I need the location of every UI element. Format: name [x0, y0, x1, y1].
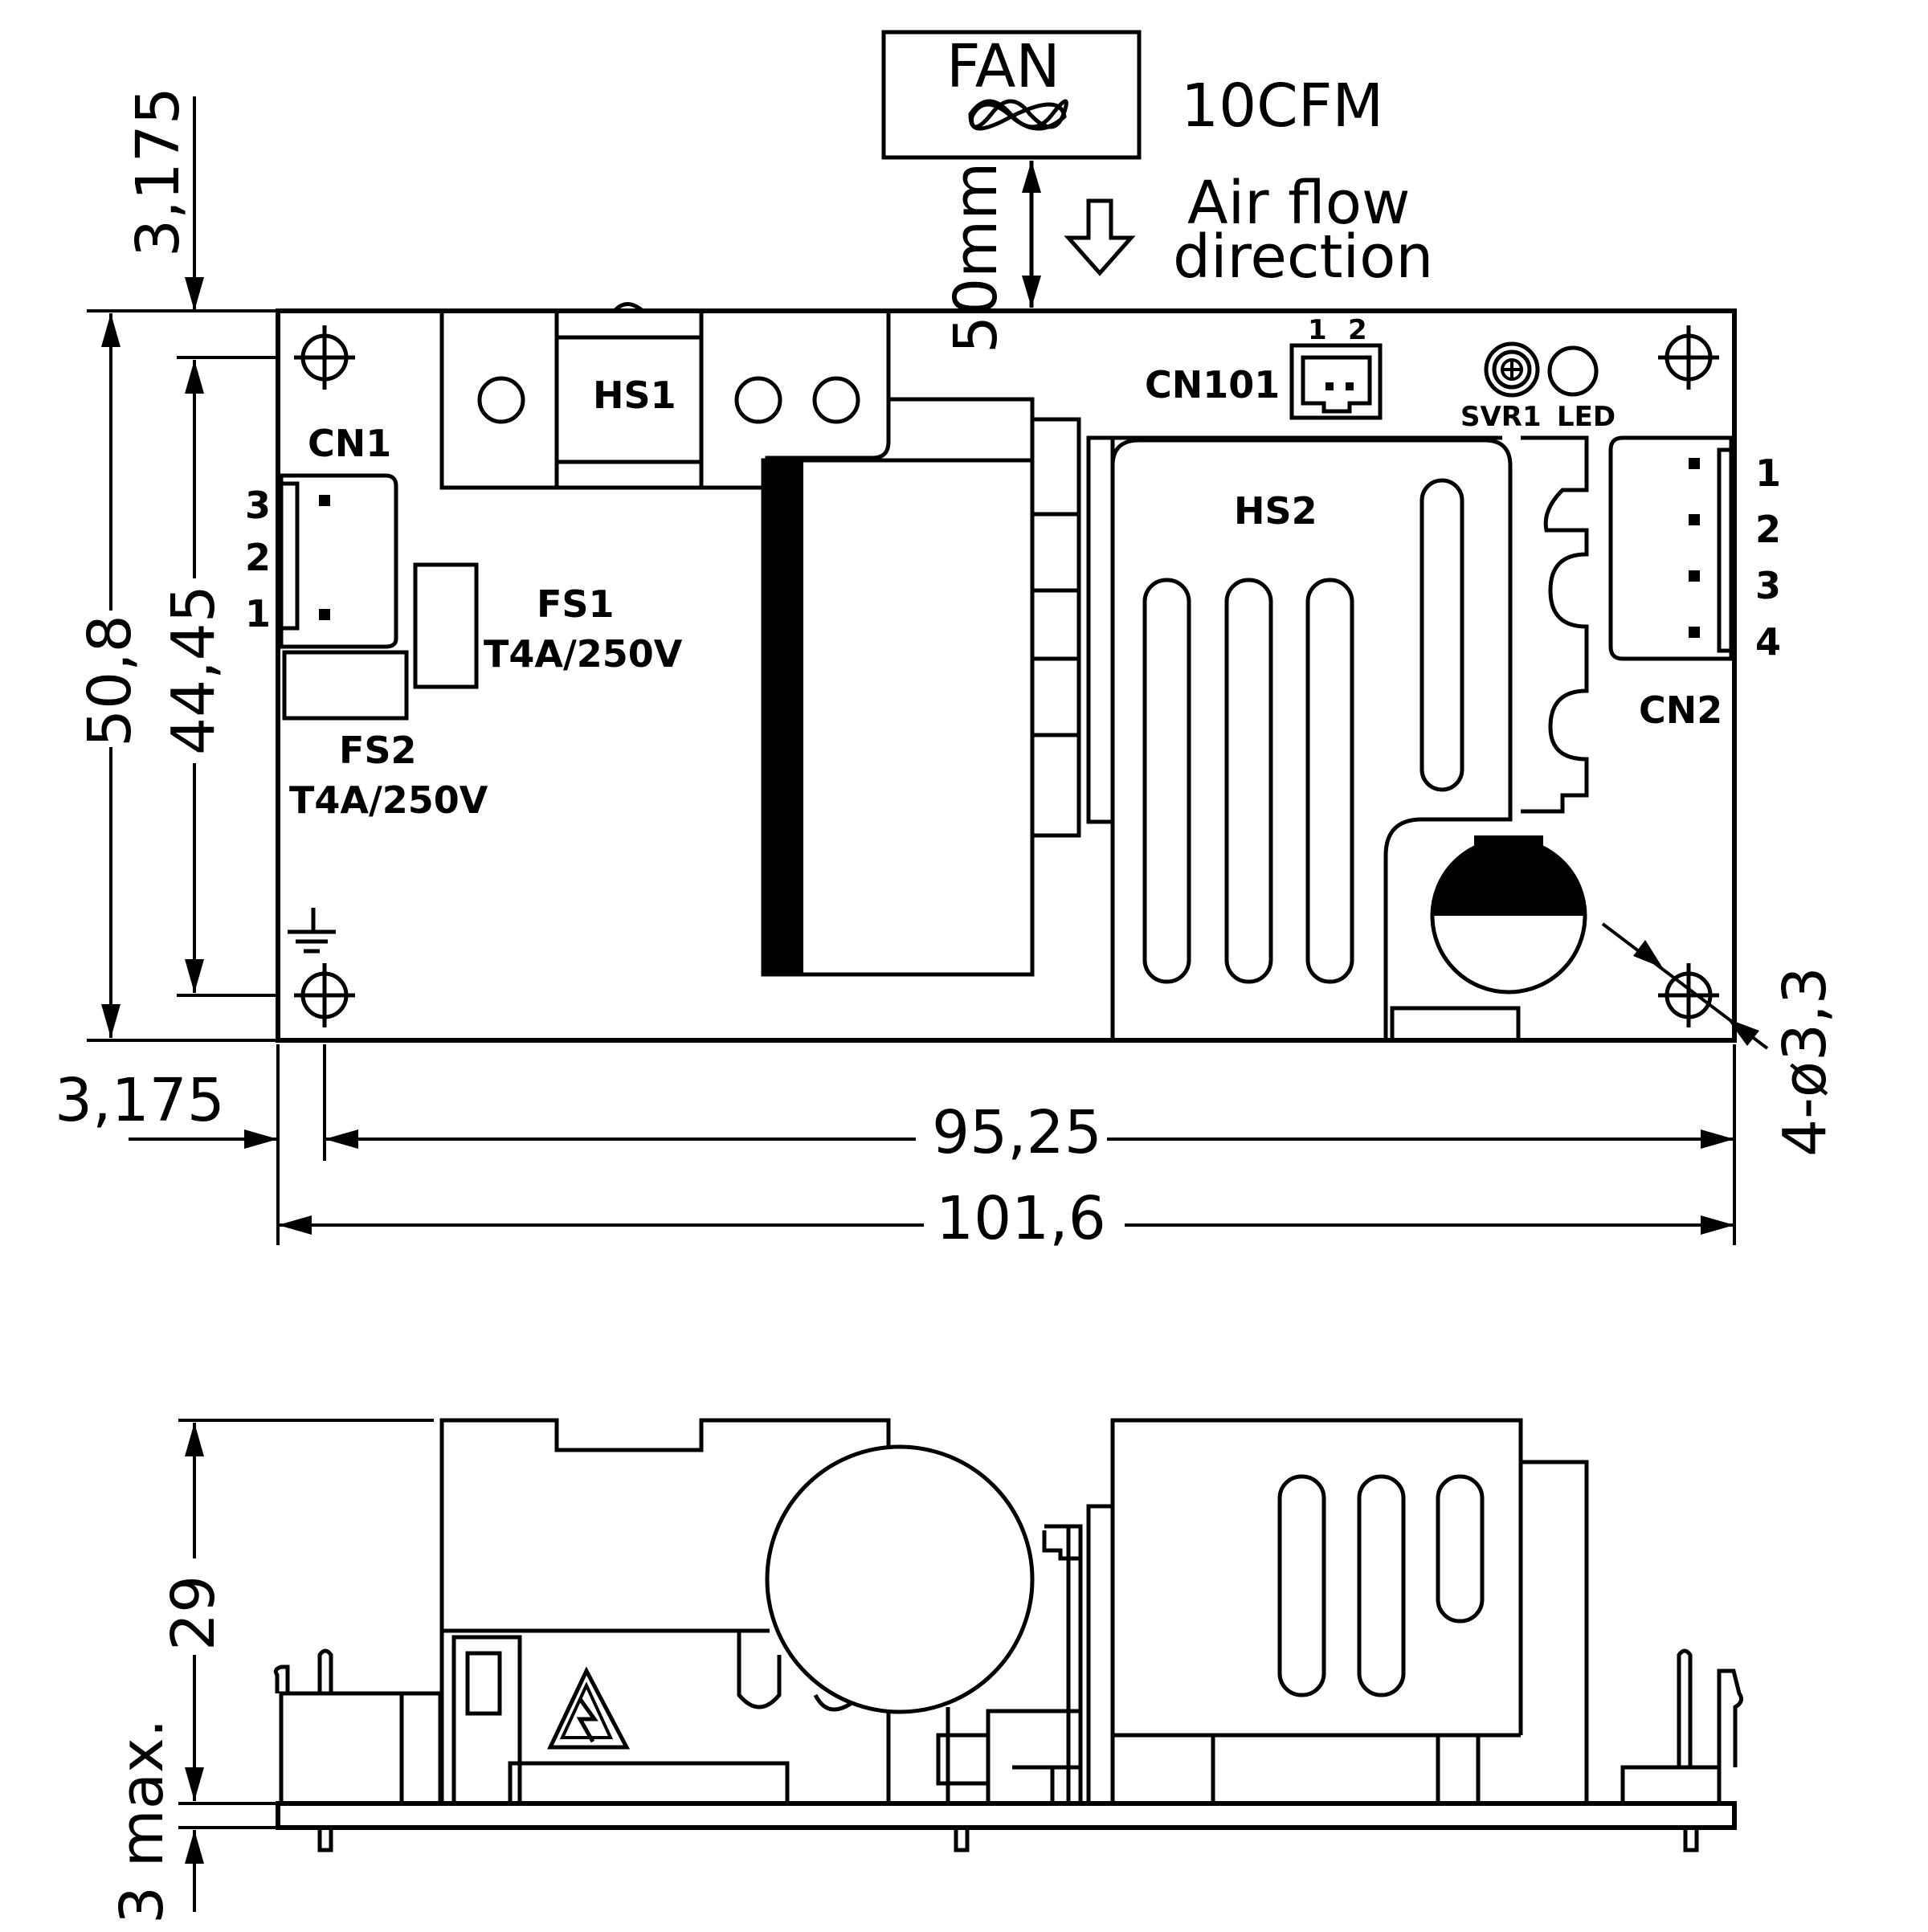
mounting-hole-bottom-right	[1658, 963, 1719, 1027]
mounting-hole-top-right	[1658, 325, 1719, 390]
fs1-rating: T4A/250V	[484, 632, 683, 676]
warning-icon	[547, 1666, 631, 1750]
svr1-trimmer	[1484, 341, 1540, 398]
cn101-pin-1: 1	[1308, 314, 1327, 346]
cn1-pin-3: 3	[245, 484, 271, 527]
fan-cfm: 10CFM	[1181, 71, 1383, 141]
dim-width-total: 101,6	[936, 1184, 1106, 1253]
fan-distance: 50mm	[942, 162, 1011, 353]
fs1-fuse	[413, 562, 479, 689]
hs2-label: HS2	[1234, 489, 1317, 533]
capacitor	[1390, 835, 1587, 1040]
cn2-pin-1: 1	[1755, 451, 1781, 495]
airflow-arrow-icon	[1064, 198, 1136, 276]
hs1-heatsink: HS1	[439, 302, 891, 490]
dim-height-total: 50,8	[76, 615, 145, 747]
fs2-fuse	[282, 650, 409, 721]
dim-pin-length: 3 max.	[108, 1719, 177, 1924]
cn101-label: CN101	[1145, 363, 1280, 406]
cn2-pin-2: 2	[1755, 508, 1781, 551]
fan-label: FAN	[946, 32, 1060, 101]
clip-block	[1521, 435, 1589, 814]
fs2-rating: T4A/250V	[289, 778, 488, 822]
led	[1547, 345, 1599, 397]
dim-height-side: 29	[159, 1575, 228, 1651]
dim-hole-pitch-v: 44,45	[159, 585, 228, 755]
mounting-hole-top-left	[294, 325, 355, 390]
hs2-heatsink: HS2	[1086, 435, 1513, 1040]
led-label: LED	[1557, 401, 1616, 433]
cn1-pin-2: 2	[245, 536, 271, 579]
airflow-label-1: Air flow	[1187, 169, 1411, 238]
transformer	[761, 397, 1081, 977]
svr1-label: SVR1	[1460, 401, 1542, 433]
cn2-label: CN2	[1639, 688, 1722, 732]
dim-margin-top: 3,175	[124, 87, 193, 257]
cn1-connector: CN1 3 2 1	[245, 422, 398, 649]
dim-margin-left: 3,175	[55, 1066, 225, 1135]
hs1-label: HS1	[593, 374, 676, 417]
cn2-connector: 1 2 3 4 CN2	[1608, 435, 1781, 732]
fs1-label: FS1	[537, 582, 615, 626]
pcb-side	[276, 1801, 1737, 1830]
dim-hole-pitch-h: 95,25	[932, 1098, 1102, 1167]
airflow-label-2: direction	[1173, 223, 1433, 292]
mounting-hole-bottom-left	[294, 963, 355, 1027]
fs2-label: FS2	[339, 729, 417, 772]
cn101-pin-2: 2	[1348, 314, 1367, 346]
pcb-outline	[276, 308, 1737, 1043]
cn101-connector: CN101 1 2	[1145, 314, 1383, 420]
cn1-pin-1: 1	[245, 592, 271, 635]
transformer-side	[765, 1444, 1035, 1714]
top-view: CN1 3 2 1 FS1 T4A/250V FS2 T4A/250V	[55, 30, 1840, 1253]
ground-icon	[288, 908, 336, 954]
fan-box: FAN	[881, 30, 1142, 160]
dim-hole-spec: 4-ø3,3	[1771, 966, 1840, 1157]
cn2-pin-4: 4	[1755, 620, 1781, 664]
cn1-label: CN1	[308, 422, 391, 465]
cn2-pin-3: 3	[1755, 564, 1781, 607]
side-view: 29 3 max.	[108, 1418, 1744, 1924]
